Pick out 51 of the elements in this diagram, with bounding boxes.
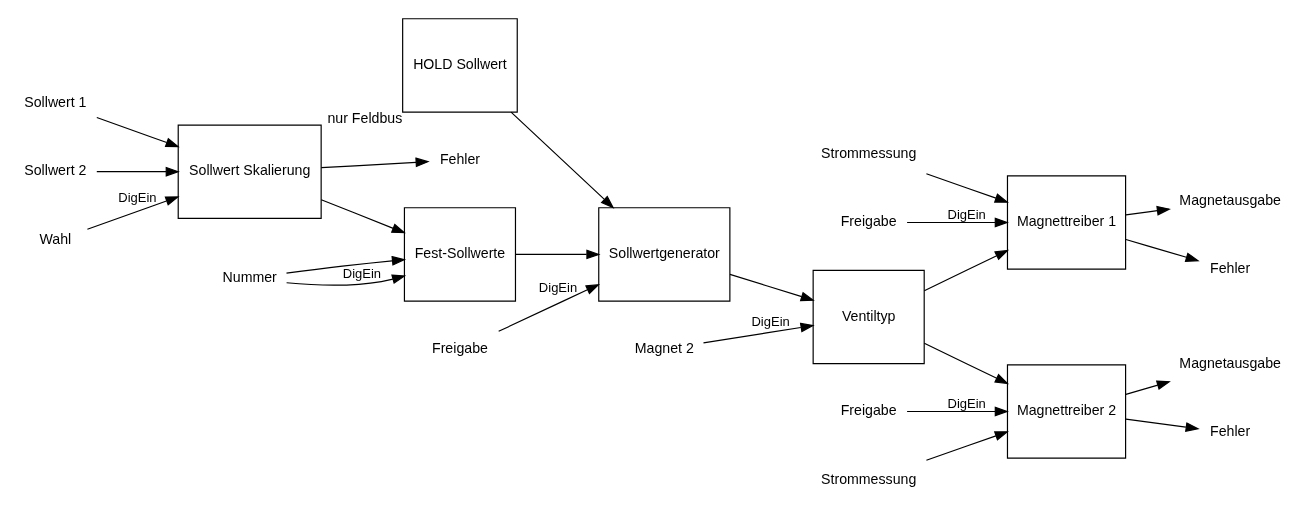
node-text: Magnetausgabe: [1179, 354, 1281, 371]
node-text: Magnet 2: [634, 339, 694, 356]
node-text: Magnetausgabe: [1179, 191, 1281, 208]
node-box: Sollwertgenerator: [598, 206, 731, 302]
node-text: Fehler: [1210, 422, 1251, 439]
node-text: Strommessung: [821, 144, 917, 161]
arrow: [285, 255, 407, 274]
node-text: Strommessung: [821, 470, 917, 487]
arrow: [906, 217, 1009, 227]
node-text: Nummer: [222, 268, 277, 285]
node-text: Sollwert 1: [24, 93, 87, 110]
arrow: [925, 430, 1009, 461]
edge-label: DigEin: [947, 206, 986, 222]
edge-label: DigEin: [118, 189, 157, 205]
arrow: [923, 342, 1010, 384]
arrow: [96, 116, 180, 147]
node-text: Freigabe: [432, 339, 488, 356]
arrow: [925, 172, 1009, 203]
arrow: [1125, 205, 1171, 216]
edge-label: DigEin: [947, 395, 986, 411]
arrow: [1125, 238, 1200, 262]
node-box: Magnettreiber 1: [1006, 174, 1127, 270]
arrow: [86, 195, 180, 230]
node-box: HOLD Sollwert: [402, 17, 518, 113]
arrow: [320, 156, 430, 168]
arrow: [1125, 380, 1171, 395]
arrow: [729, 273, 815, 301]
arrow: [286, 274, 407, 286]
node-text: Wahl: [39, 230, 72, 247]
arrow: [96, 166, 180, 177]
arrow: [498, 283, 600, 332]
edge-label: DigEin: [342, 265, 382, 281]
node-text: Fehler: [1210, 259, 1251, 276]
node-text: Freigabe: [840, 212, 897, 229]
arrow: [906, 406, 1009, 416]
node-box: Sollwert Skalierung: [177, 123, 322, 219]
arrow: [702, 322, 815, 343]
edge-label: DigEin: [538, 279, 578, 295]
edge-label: DigEin: [751, 313, 790, 329]
arrow: [515, 248, 601, 259]
node-text: Fehler: [439, 150, 481, 167]
node-box: Ventiltyp: [812, 269, 925, 364]
node-text: Sollwert 2: [24, 161, 87, 178]
arrow: [510, 111, 615, 209]
arrow: [1125, 418, 1200, 432]
node-label: nur Feldbus: [327, 109, 403, 126]
arrow: [320, 198, 406, 233]
node-text: Freigabe: [840, 401, 897, 418]
node-box: Magnettreiber 2: [1006, 363, 1127, 459]
node-box: Fest-Sollwerte: [403, 206, 517, 302]
arrow: [923, 249, 1010, 291]
